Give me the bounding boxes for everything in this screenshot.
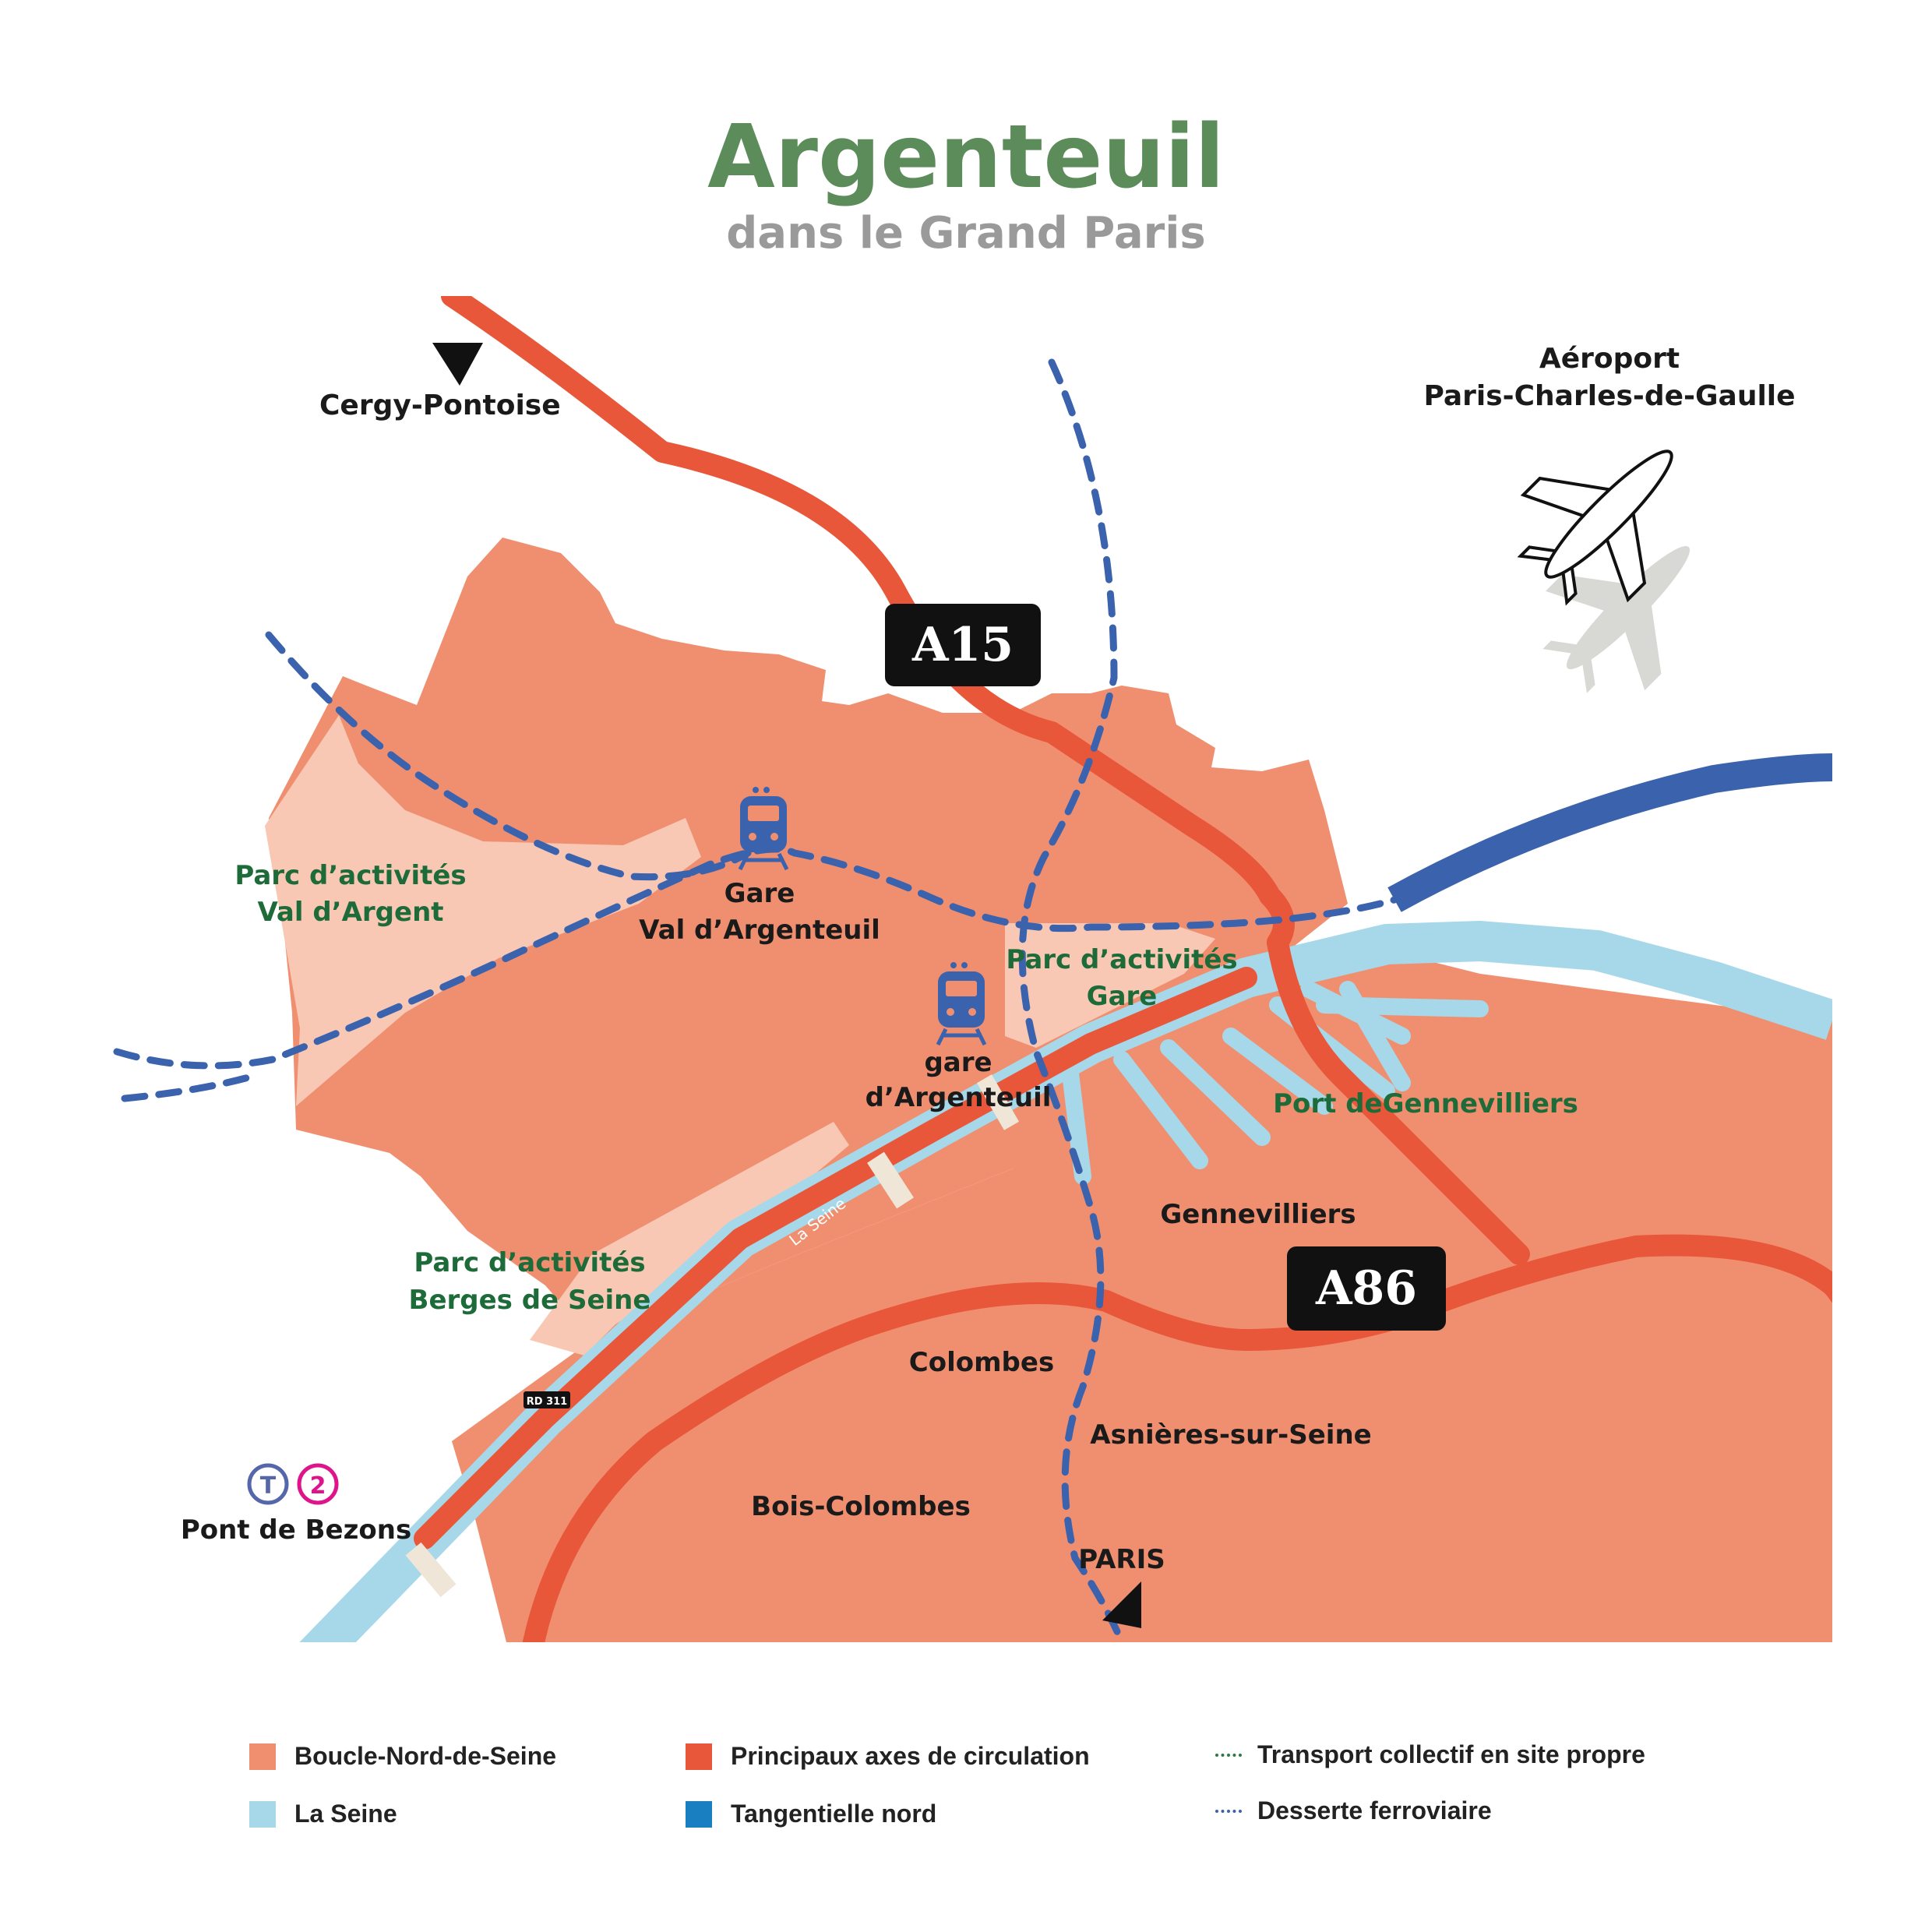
a86-badge	[1287, 1246, 1446, 1331]
a15-label: A15	[911, 618, 1014, 672]
label-gare-val-line1: Gare	[724, 878, 795, 909]
label-airport-line2: Paris-Charles-de-Gaulle	[1423, 380, 1795, 412]
legend-item-seine: La Seine	[249, 1800, 397, 1828]
legend-item-rail: Desserte ferroviaire	[1215, 1796, 1492, 1825]
activity-zone-berges	[530, 1122, 849, 1356]
rd311-badge	[524, 1391, 570, 1408]
bridges	[405, 1074, 1020, 1598]
direction-arrow-icon	[432, 343, 483, 386]
legend-item-tangentielle: Tangentielle nord	[686, 1800, 936, 1828]
a86-label: A86	[1315, 1261, 1417, 1316]
train-icon	[936, 962, 987, 1046]
label-pont-de-bezons: Pont de Bezons	[181, 1514, 411, 1546]
label-gare-arg-line1: gare	[924, 1047, 992, 1078]
tram-line-badge	[297, 1463, 339, 1505]
tram-line-badge-label: 2	[310, 1472, 326, 1500]
tangentielle-nord	[1387, 753, 1832, 912]
boucle-nord-territory-south	[452, 950, 1832, 1642]
label-bois-colombes: Bois-Colombes	[751, 1491, 971, 1522]
activity-zone-val-argent	[265, 715, 701, 1106]
map-title: Argenteuil	[707, 107, 1225, 208]
zone-val-argent-line1: Parc d’activités	[234, 860, 466, 891]
label-colombes: Colombes	[909, 1347, 1054, 1378]
train-icon	[738, 787, 789, 871]
legend-item-boucle: Boucle-Nord-de-Seine	[249, 1742, 556, 1771]
legend-label: Tangentielle nord	[731, 1800, 937, 1828]
airplane-icon	[1517, 450, 1690, 693]
legend-label: Desserte ferroviaire	[1257, 1796, 1492, 1824]
zone-gare-line1: Parc d’activités	[1006, 944, 1237, 975]
main-roads	[414, 296, 1832, 1642]
label-asnieres: Asnières-sur-Seine	[1090, 1419, 1371, 1451]
legend-label: Transport collectif en site propre	[1257, 1740, 1645, 1768]
zone-berges-line2: Berges de Seine	[409, 1285, 651, 1316]
legend-dotted-tcsp	[1215, 1753, 1242, 1757]
legend-swatch-boucle	[249, 1743, 276, 1770]
legend-dotted-rail	[1215, 1809, 1242, 1813]
legend-label: Boucle-Nord-de-Seine	[294, 1742, 557, 1770]
rail-lines	[113, 358, 1398, 1642]
label-gennevilliers: Gennevilliers	[1160, 1199, 1356, 1230]
rd311-label: RD 311	[527, 1396, 567, 1408]
zone-port-gennevilliers: Port deGennevilliers	[1273, 1088, 1578, 1119]
tram-badge	[247, 1463, 289, 1505]
legend-swatch-roads	[686, 1743, 712, 1770]
legend-item-tcsp: Transport collectif en site propre	[1215, 1740, 1645, 1769]
a15-badge	[885, 604, 1041, 686]
label-gare-arg-line2: d’Argenteuil	[866, 1082, 1052, 1113]
tram-badge-label: T	[260, 1472, 277, 1500]
zone-val-argent-line2: Val d’Argent	[257, 897, 443, 928]
label-paris: PARIS	[1078, 1544, 1165, 1575]
legend-label: Principaux axes de circulation	[731, 1742, 1090, 1770]
direction-arrow-icon	[1102, 1581, 1141, 1628]
legend-label: La Seine	[294, 1800, 397, 1828]
zone-gare-line2: Gare	[1087, 981, 1158, 1012]
legend-swatch-tangentielle	[686, 1800, 712, 1828]
legend-swatch-seine	[249, 1800, 276, 1828]
label-cergy-pontoise: Cergy-Pontoise	[319, 390, 561, 421]
legend-item-roads: Principaux axes de circulation	[686, 1742, 1090, 1771]
label-gare-val-line2: Val d’Argenteuil	[639, 915, 880, 946]
activity-zone-gare	[1005, 923, 1215, 1048]
label-airport-line1: Aéroport	[1539, 343, 1680, 375]
zone-berges-line1: Parc d’activités	[414, 1247, 645, 1278]
map-subtitle: dans le Grand Paris	[726, 208, 1206, 259]
